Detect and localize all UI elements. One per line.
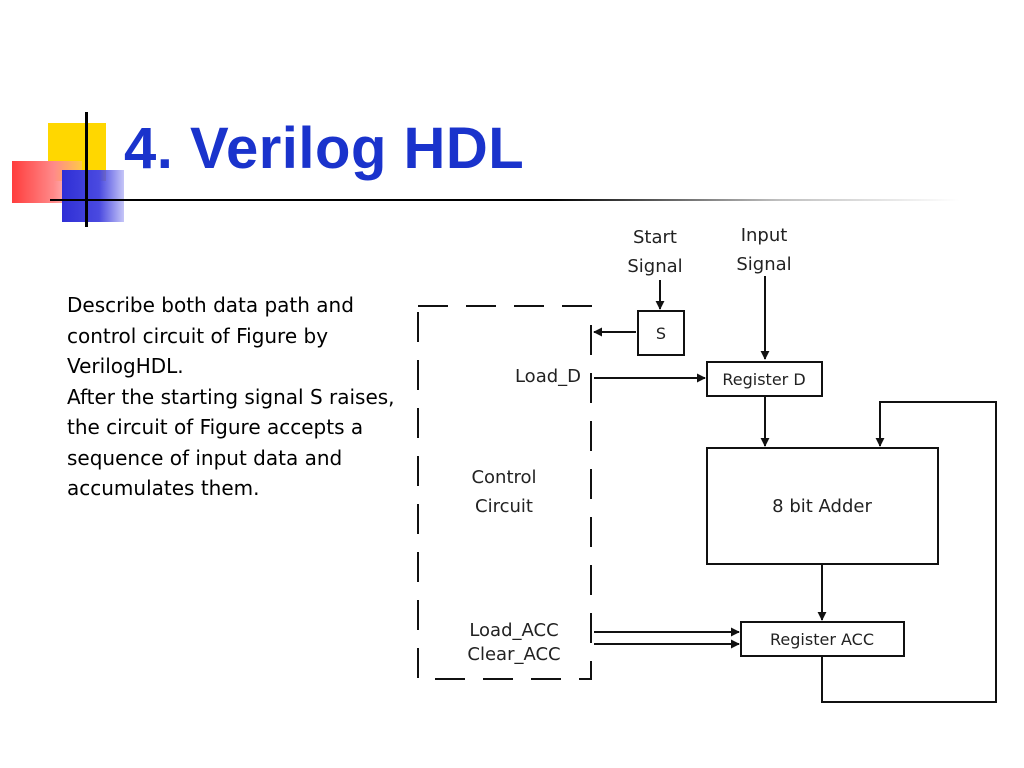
load-acc-label: Load_ACC: [469, 620, 558, 641]
slide-title: 4. Verilog HDL: [124, 116, 525, 181]
s-box-label: S: [656, 324, 666, 343]
s-box: [637, 310, 685, 356]
adder-label: 8 bit Adder: [772, 496, 872, 517]
blue-accent-square: [62, 170, 124, 222]
control-circuit-box: [417, 305, 592, 680]
slide-body-text: Describe both data path and control circ…: [67, 290, 397, 504]
start-signal-label-line2: Signal: [627, 256, 682, 277]
start-signal-label-line1: Start: [633, 227, 677, 248]
control-circuit-label-line2: Circuit: [475, 496, 533, 517]
title-underline: [50, 199, 960, 201]
feedback-loop-line: [821, 401, 997, 703]
register-acc-label: Register ACC: [770, 630, 874, 649]
register-acc-box: [740, 621, 905, 657]
control-circuit-label-line1: Control: [471, 467, 536, 488]
input-signal-label-line2: Signal: [736, 254, 791, 275]
body-paragraph-2: After the starting signal S raises, the …: [67, 384, 395, 501]
input-signal-label-line1: Input: [741, 225, 788, 246]
load-d-label: Load_D: [515, 366, 581, 387]
accent-vertical-line: [85, 112, 88, 227]
clear-acc-label: Clear_ACC: [467, 644, 560, 665]
register-d-label: Register D: [722, 370, 805, 389]
body-paragraph-1: Describe both data path and control circ…: [67, 293, 354, 378]
adder-box: [706, 447, 939, 565]
